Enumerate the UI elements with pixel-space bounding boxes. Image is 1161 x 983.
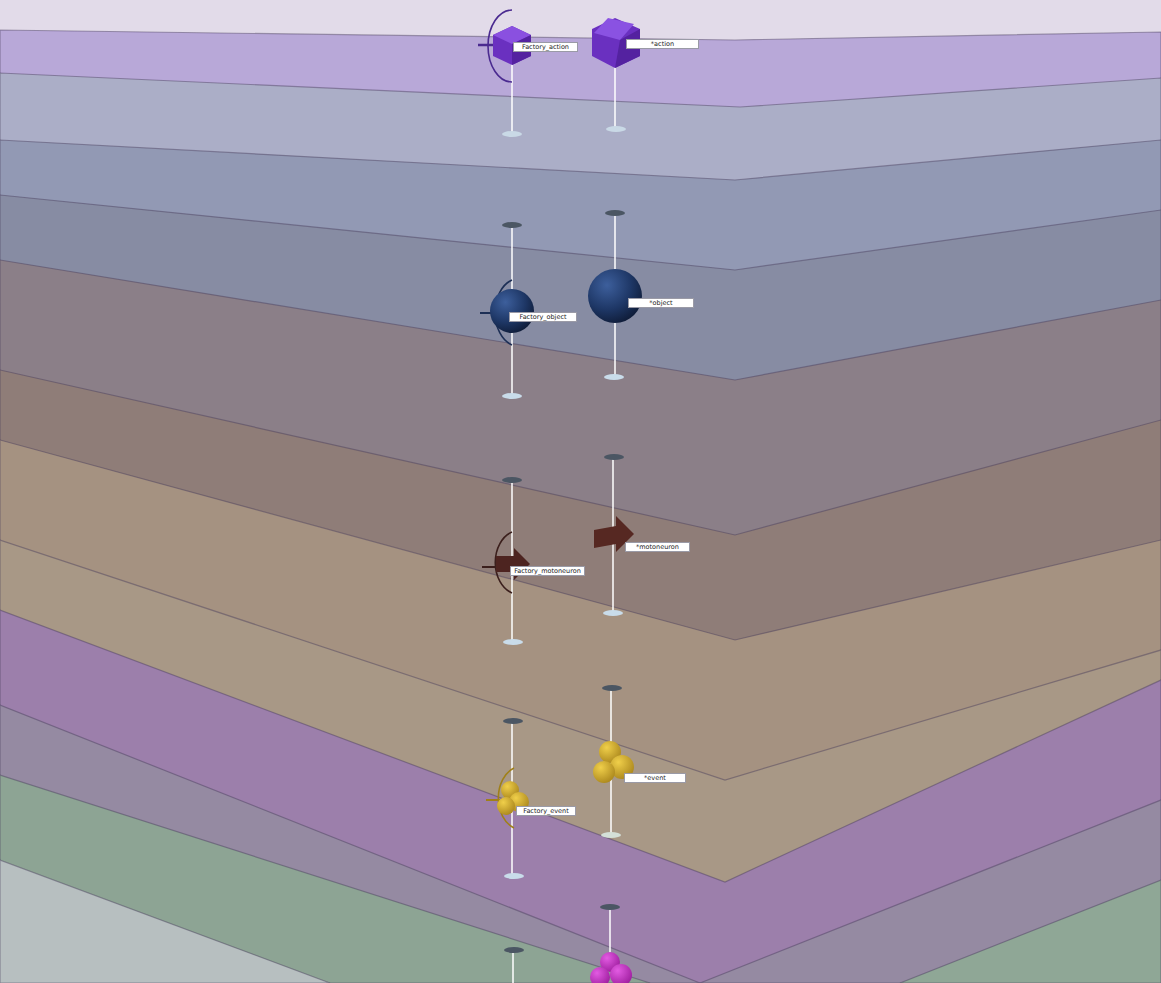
bottom-disc <box>606 126 626 132</box>
blob-part <box>610 964 632 983</box>
layer-plane <box>0 140 1161 983</box>
label-text: *event <box>644 775 666 782</box>
label-text: Factory_event <box>523 808 569 815</box>
bottom-disc <box>503 639 523 645</box>
gizmo-axis <box>486 799 500 801</box>
blob-part <box>590 967 610 983</box>
label-box: *event <box>624 773 686 783</box>
label-box: Factory_motoneuron <box>510 566 585 576</box>
top-disc <box>504 947 524 953</box>
layer-plane <box>0 370 1161 983</box>
top-disc <box>605 210 625 216</box>
stem-line <box>512 950 514 983</box>
top-disc <box>503 718 523 724</box>
label-text: Factory_object <box>519 314 566 321</box>
layer-plane <box>0 30 1161 983</box>
label-box: Factory_object <box>509 312 577 322</box>
top-disc <box>602 685 622 691</box>
layer-plane <box>0 860 330 983</box>
layer-plane <box>0 705 1161 983</box>
layer-plane <box>0 775 650 983</box>
layer-plane <box>0 440 1161 983</box>
bottom-disc <box>603 610 623 616</box>
label-text: *object <box>649 300 672 307</box>
layer-plane <box>0 195 1161 983</box>
top-disc <box>502 222 522 228</box>
object-sphere <box>588 269 642 323</box>
object-sphere <box>490 289 534 333</box>
label-box: Factory_event <box>516 806 576 816</box>
layer-plane <box>0 73 1161 983</box>
label-text: *action <box>651 41 674 48</box>
blob-part <box>497 797 515 815</box>
label-text: Factory_action <box>522 44 569 51</box>
layer-plane <box>0 540 1161 983</box>
label-text: *motoneuron <box>636 544 679 551</box>
gizmo-axis <box>482 566 496 568</box>
blob-part <box>593 761 615 783</box>
bottom-disc <box>504 873 524 879</box>
bottom-disc <box>601 832 621 838</box>
label-box: *action <box>626 39 699 49</box>
gizmo-rings <box>478 10 514 828</box>
top-disc <box>502 477 522 483</box>
top-disc <box>604 454 624 460</box>
label-box: *object <box>628 298 694 308</box>
layer-plane <box>0 260 1161 983</box>
top-disc <box>600 904 620 910</box>
layer-planes <box>0 30 1161 983</box>
label-box: *motoneuron <box>625 542 690 552</box>
layer-plane <box>0 610 1161 983</box>
stem-lines <box>512 43 615 983</box>
bottom-disc <box>502 131 522 137</box>
layer-plane <box>900 880 1161 983</box>
label-box: Factory_action <box>513 42 578 52</box>
bottom-disc <box>604 374 624 380</box>
label-text: Factory_motoneuron <box>514 568 581 575</box>
magenta-blob <box>590 952 632 983</box>
bottom-disc <box>502 393 522 399</box>
